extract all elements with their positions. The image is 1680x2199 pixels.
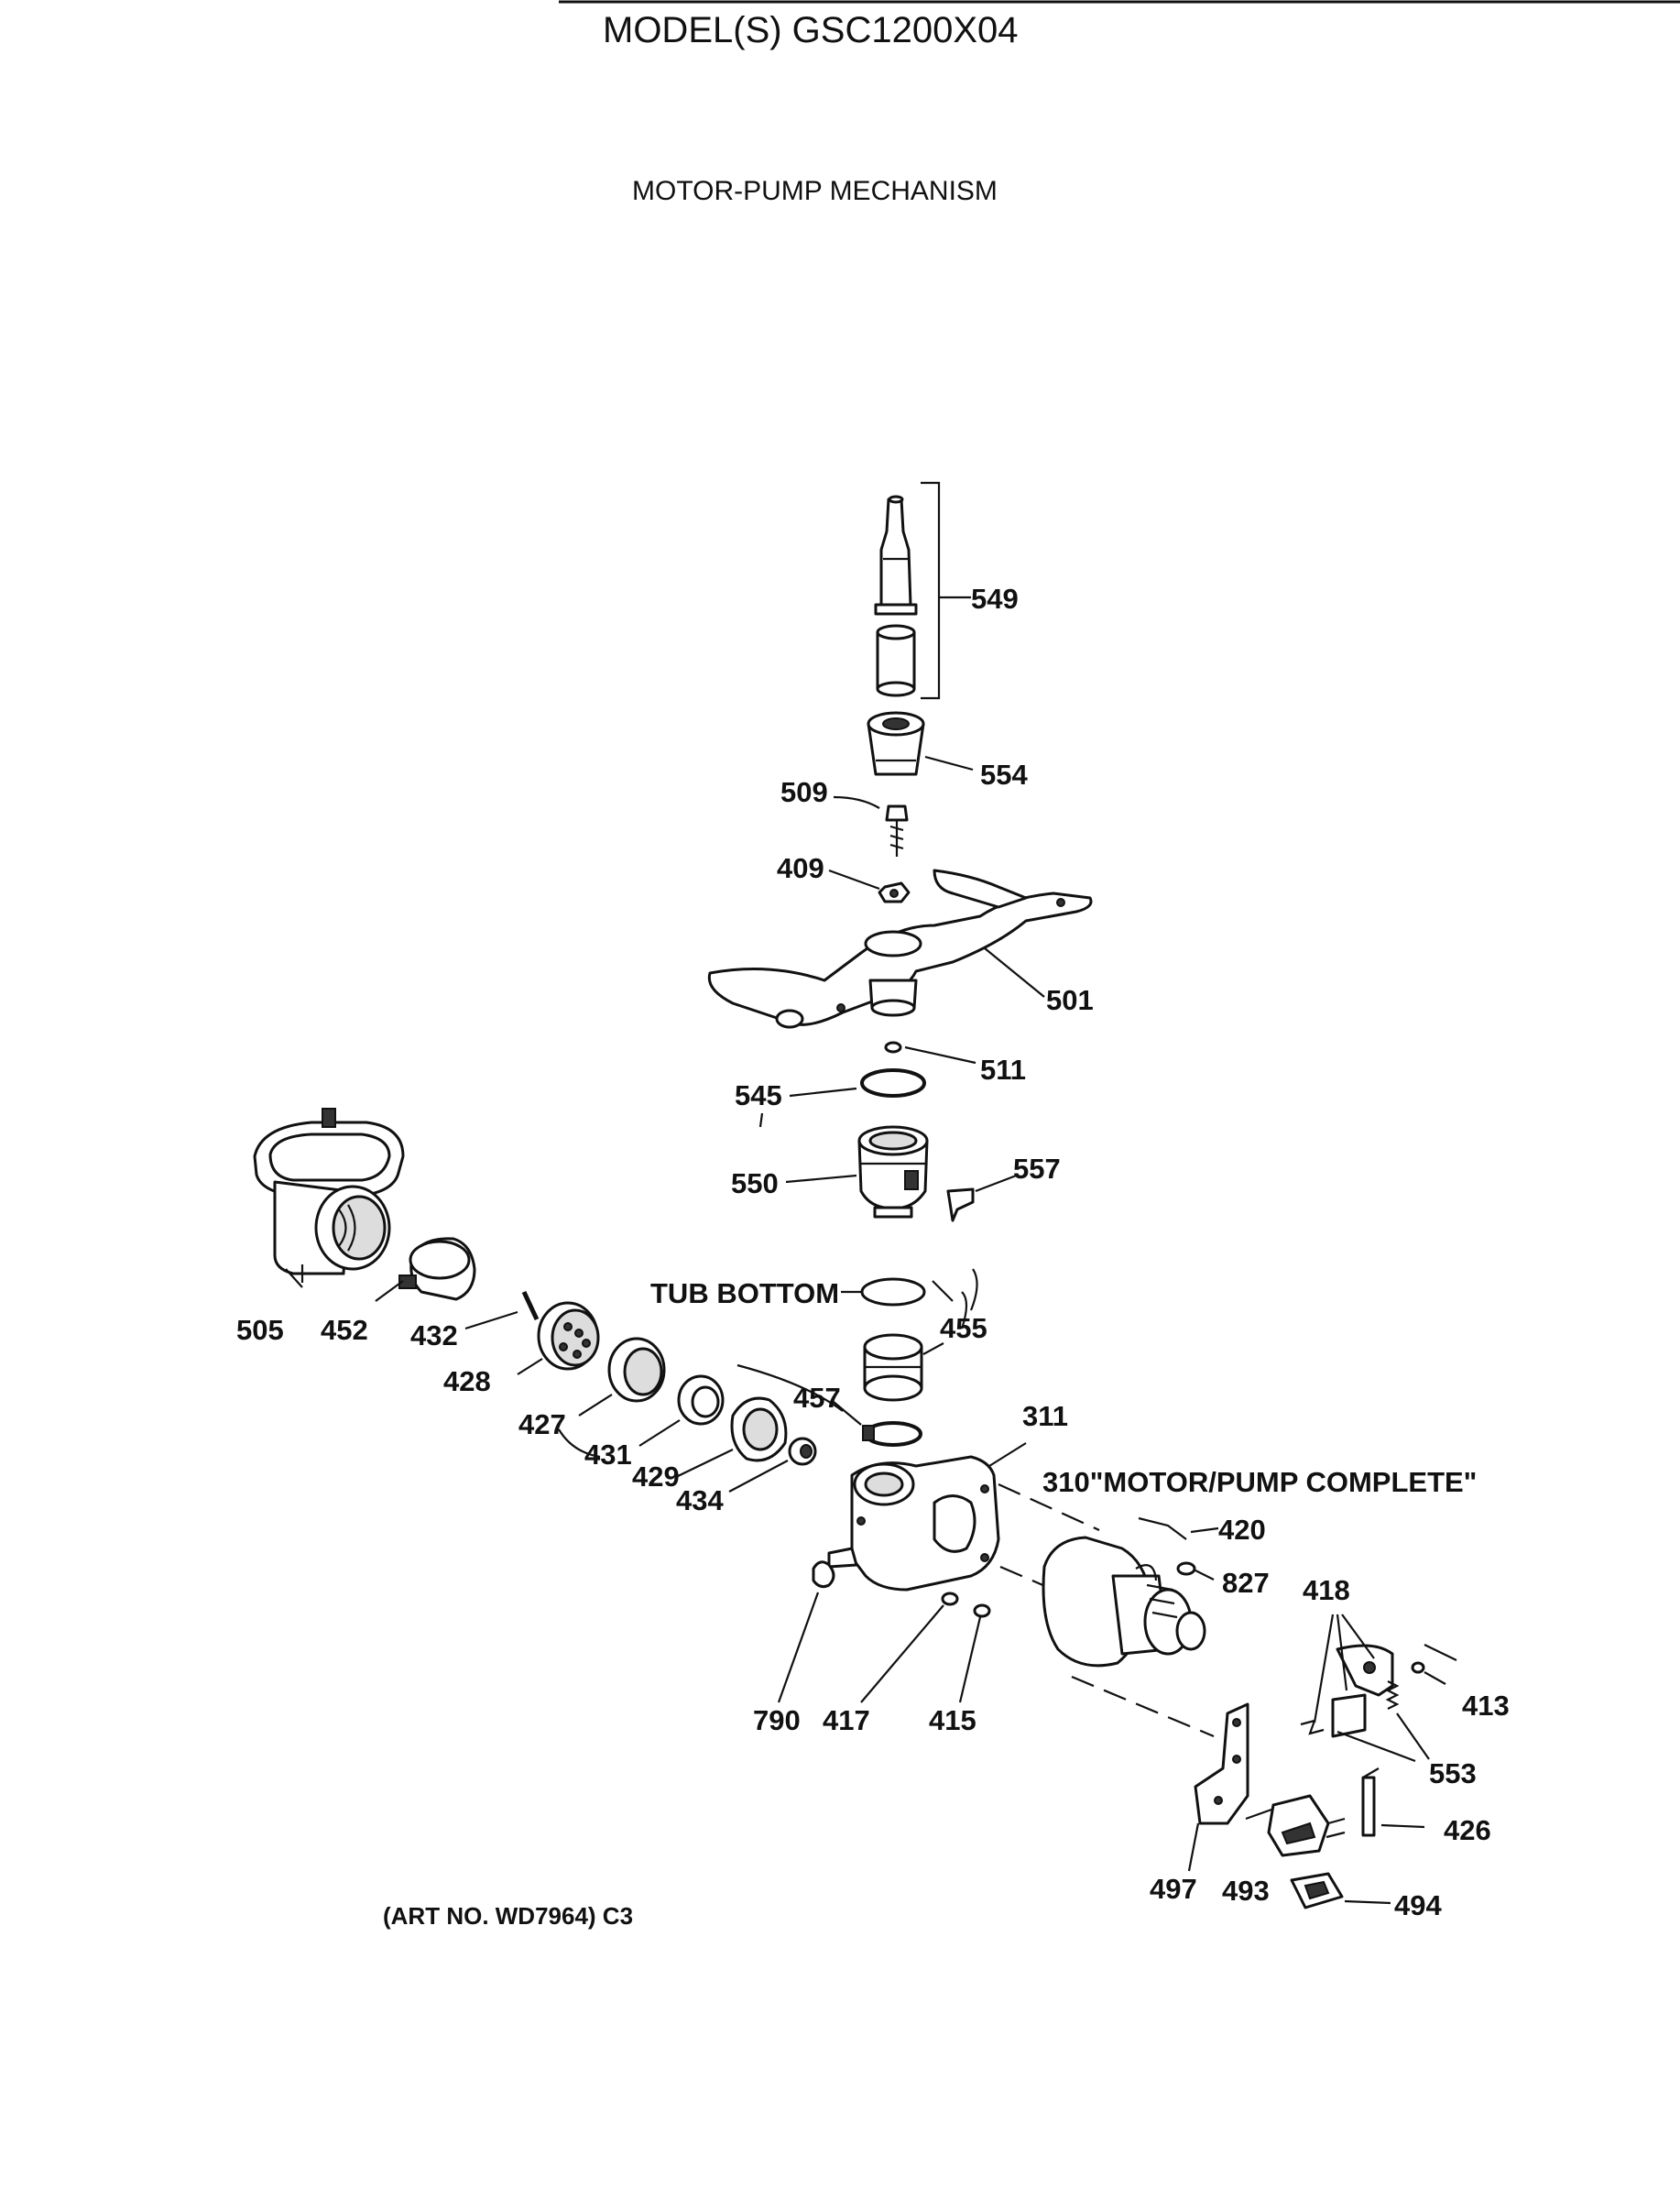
callout-311: 311: [1022, 1400, 1068, 1432]
part-426-tube: [1361, 1767, 1425, 1837]
part-790-clip: [777, 1560, 835, 1703]
callout-415: 415: [929, 1704, 976, 1736]
part-827-screw: [1176, 1561, 1215, 1581]
part-509-screw: [833, 795, 909, 857]
part-545-ring: [758, 1068, 926, 1128]
callout-420: 420: [1218, 1514, 1266, 1546]
part-511-clip: [884, 1041, 976, 1065]
part-417-washer: [860, 1592, 959, 1703]
callout-431: 431: [584, 1439, 632, 1471]
part-452-clamp: [375, 1237, 476, 1302]
callout-418: 418: [1303, 1574, 1350, 1606]
art-number: (ART NO. WD7964) C3: [383, 1902, 633, 1930]
part-493-switch: [1245, 1794, 1346, 1857]
callout-493: 493: [1222, 1875, 1270, 1907]
callout-509: 509: [780, 776, 828, 808]
part-557-clip: [946, 1173, 1020, 1222]
part-494-cover: [1290, 1872, 1391, 1909]
callout-427: 427: [518, 1408, 566, 1440]
model-title: MODEL(S) GSC1200X04: [603, 10, 1019, 50]
part-505-sump-inlet: [253, 1108, 405, 1288]
callout-428: 428: [443, 1365, 491, 1397]
part-429-impeller: [675, 1396, 788, 1478]
callout-429: 429: [632, 1461, 680, 1493]
part-554-bearing: [867, 711, 974, 776]
callout-549: 549: [971, 583, 1019, 615]
part-311-pump-housing: [827, 1442, 1100, 1592]
part-427-cover: [578, 1337, 666, 1417]
part-tub-bottom-gasket: [841, 1268, 978, 1329]
part-310-motor: [1042, 1536, 1206, 1668]
callout-432: 432: [410, 1319, 458, 1351]
part-415-nut: [958, 1603, 991, 1703]
part-501-lower-spray-arm: [707, 869, 1093, 1029]
callout-tub-bottom: TUB BOTTOM: [650, 1277, 839, 1309]
callout-434: 434: [676, 1484, 724, 1516]
part-428-impeller: [517, 1301, 600, 1375]
part-420-wire: [1138, 1516, 1219, 1540]
part-418-bracket: [1313, 1614, 1394, 1738]
callout-452: 452: [321, 1314, 368, 1346]
callout-494: 494: [1394, 1889, 1442, 1921]
part-409-nut: [828, 869, 911, 903]
part-413-clip: [1411, 1644, 1457, 1685]
assembly-centerline: [1071, 1675, 1215, 1738]
callout-413: 413: [1462, 1690, 1510, 1722]
callout-557: 557: [1013, 1153, 1061, 1185]
part-553-spring: [1300, 1680, 1430, 1763]
callout-505: 505: [236, 1314, 284, 1346]
callout-553: 553: [1429, 1757, 1477, 1789]
callout-310-motor-pump-complete: 310"MOTOR/PUMP COMPLETE": [1042, 1466, 1477, 1498]
callout-511: 511: [980, 1054, 1026, 1086]
callout-409: 409: [777, 852, 824, 884]
part-497-bracket: [1187, 1702, 1249, 1872]
section-title: MOTOR-PUMP MECHANISM: [632, 176, 998, 206]
callout-labels: 549 554 509 409 501 511 545 550 557 TUB …: [236, 583, 1510, 1921]
callout-497: 497: [1150, 1873, 1197, 1905]
callout-417: 417: [823, 1704, 870, 1736]
part-550-sump-housing: [785, 1125, 929, 1219]
part-432-bolt: [464, 1290, 540, 1330]
part-549-spray-tube: [874, 481, 971, 700]
callout-501: 501: [1046, 984, 1094, 1016]
callout-545: 545: [735, 1079, 782, 1111]
part-455-adapter: [863, 1333, 944, 1402]
callout-426: 426: [1444, 1814, 1491, 1846]
part-431-seal: [558, 1374, 725, 1459]
part-434-seal: [728, 1437, 817, 1493]
callout-790: 790: [753, 1704, 801, 1736]
part-457-clamp: [736, 1363, 922, 1447]
callout-554: 554: [980, 759, 1028, 791]
callout-455: 455: [940, 1312, 987, 1344]
callout-457: 457: [793, 1382, 841, 1414]
callout-827: 827: [1222, 1567, 1270, 1599]
callout-550: 550: [731, 1167, 779, 1199]
